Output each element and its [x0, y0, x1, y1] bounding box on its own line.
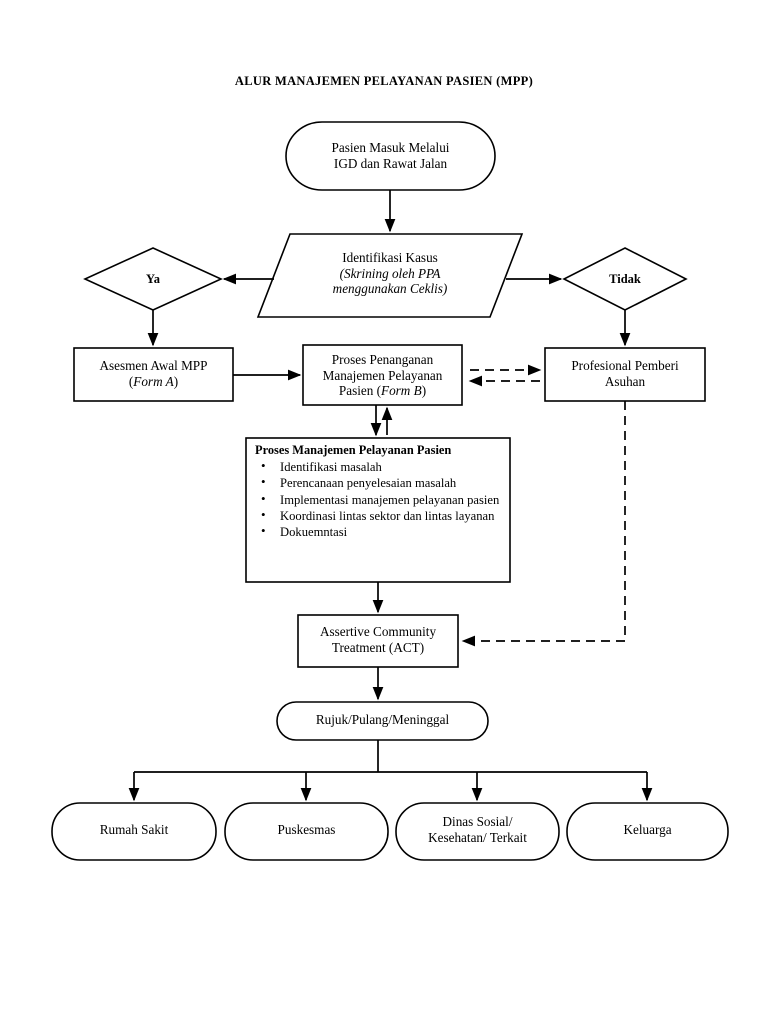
node-dinas-label: Dinas Sosial/ Kesehatan/ Terkait — [396, 814, 559, 845]
node-ya-label: Ya — [113, 272, 193, 287]
node-start-label: Pasien Masuk Melalui IGD dan Rawat Jalan — [286, 140, 495, 171]
node-rumah-sakit-text: Rumah Sakit — [99, 822, 169, 837]
node-asesmen-label: Asesmen Awal MPP (Form A) — [99, 358, 208, 389]
node-act-shape — [297, 614, 459, 668]
node-keluarga-shape — [566, 802, 729, 861]
node-identifikasi-label: Identifikasi Kasus (Skrining oleh PPA me… — [258, 250, 522, 297]
node-rumah-sakit-label: Rumah Sakit — [52, 822, 216, 838]
edge-ppa-to-act-dashed — [461, 401, 626, 647]
node-start-line2: IGD dan Rawat Jalan — [333, 155, 448, 171]
node-proses-manajemen-bullets: Identifikasi masalah Perencanaan penyele… — [252, 458, 506, 541]
node-keluarga-text: Keluarga — [623, 822, 672, 837]
node-rujuk-shape — [276, 701, 489, 741]
node-proses-manajemen-content: Proses Manajemen Pelayanan Pasien Identi… — [252, 443, 506, 541]
node-ppa-label: Profesional Pemberi Asuhan — [545, 358, 705, 389]
node-puskesmas-text: Puskesmas — [277, 822, 336, 837]
node-proses-penanganan-form: Form B — [381, 383, 422, 399]
node-act-line1: Assertive Community — [319, 624, 437, 639]
node-tidak-text: Tidak — [609, 272, 641, 286]
node-proses-penanganan-shape — [302, 344, 463, 406]
node-proses-penanganan-line1: Proses Penanganan — [331, 352, 434, 367]
node-act-line2: Treatment (ACT) — [331, 639, 425, 655]
node-ppa-line2: Asuhan — [604, 373, 646, 389]
node-asesmen-shape — [73, 347, 234, 402]
node-puskesmas-shape — [224, 802, 389, 861]
node-proses-penanganan-line3a: Pasien ( — [338, 383, 382, 399]
node-proses-manajemen-title: Proses Manajemen Pelayanan Pasien — [255, 443, 452, 457]
node-puskesmas-label: Puskesmas — [225, 822, 388, 838]
node-tidak-label: Tidak — [585, 272, 665, 287]
bullet-item: Dokuemntasi — [252, 523, 506, 540]
page-title: ALUR MANAJEMEN PELAYANAN PASIEN (MPP) — [234, 74, 534, 88]
node-dinas-line2: Kesehatan/ Terkait — [428, 829, 527, 845]
node-proses-penanganan-line2: Manajemen Pelayanan — [322, 367, 443, 383]
node-identifikasi-line2: (Skrining oleh PPA — [339, 265, 441, 281]
node-asesmen-form: Form A — [133, 373, 174, 389]
node-keluarga-label: Keluarga — [567, 822, 728, 838]
node-start-line1: Pasien Masuk Melalui — [331, 140, 450, 155]
node-rujuk-label: Rujuk/Pulang/Meninggal — [277, 712, 488, 728]
node-proses-penanganan-label: Proses Penanganan Manajemen Pelayanan Pa… — [303, 352, 462, 399]
node-dinas-shape — [395, 802, 560, 861]
node-ya-text: Ya — [146, 272, 160, 286]
bullet-item: Perencanaan penyelesaian masalah — [252, 474, 506, 491]
node-ppa-shape — [544, 347, 706, 402]
node-asesmen-line1: Asesmen Awal MPP — [99, 358, 208, 373]
node-ppa-line1: Profesional Pemberi — [571, 358, 679, 373]
bullet-item: Identifikasi masalah — [252, 458, 506, 475]
node-dinas-line1: Dinas Sosial/ — [442, 814, 513, 829]
node-rujuk-text: Rujuk/Pulang/Meninggal — [315, 712, 450, 727]
node-act-label: Assertive Community Treatment (ACT) — [298, 624, 458, 655]
node-proses-penanganan-line3c: ) — [421, 383, 427, 399]
bullet-item: Implementasi manajemen pelayanan pasien — [252, 491, 506, 508]
bullet-item: Koordinasi lintas sektor dan lintas laya… — [252, 507, 506, 524]
node-identifikasi-shape — [256, 233, 524, 318]
node-identifikasi-line1: Identifikasi Kasus — [342, 250, 438, 265]
node-rumah-sakit-shape — [51, 802, 217, 861]
node-identifikasi-line3: menggunakan Ceklis) — [332, 281, 448, 297]
